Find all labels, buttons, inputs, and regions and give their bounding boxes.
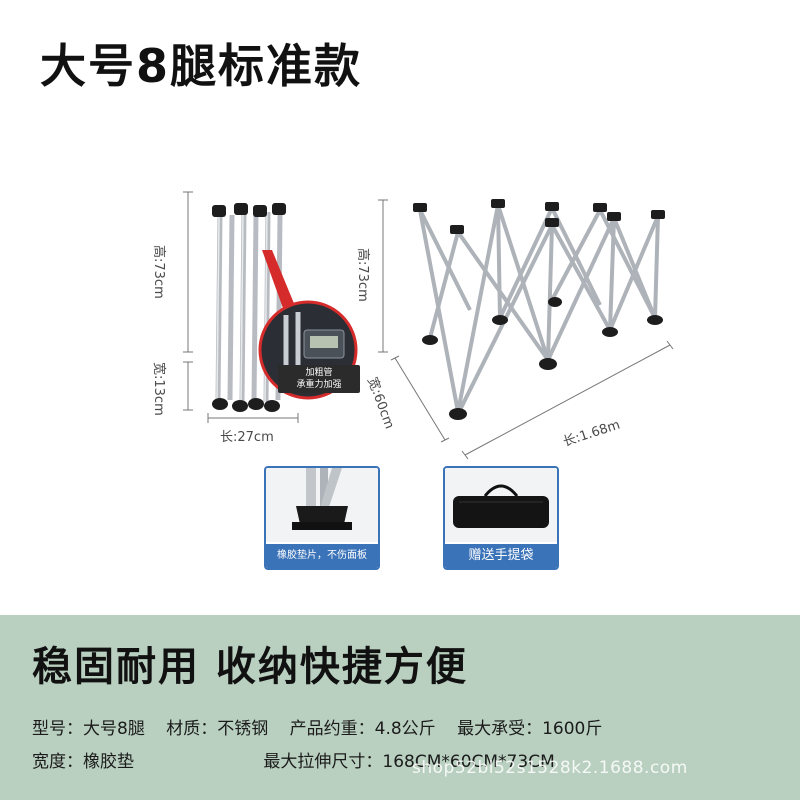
slogan: 稳固耐用 收纳快捷方便	[32, 644, 468, 690]
rubber-pad-caption: 橡胶垫片，不伤面板	[266, 544, 378, 568]
width-value: 橡胶垫	[83, 752, 134, 772]
material-label: 材质：	[166, 719, 218, 739]
callout-badge: 加粗管 承重力加强	[278, 365, 360, 393]
folded-stand	[212, 203, 286, 412]
weight-value: 4.8公斤	[374, 719, 436, 739]
rubber-pad-photo	[266, 468, 378, 542]
opened-stand	[413, 199, 665, 420]
stretch-label: 最大拉伸尺寸：	[263, 752, 383, 772]
spec-line-1: 型号：大号8腿 材质：不锈钢 产品约重：4.8公斤 最大承受：1600斤	[32, 714, 602, 739]
model-label: 型号：	[32, 719, 83, 739]
stretch-value: 168CM*60CM*73CM	[382, 752, 555, 772]
shop-watermark: shop52bl52s1528k2.1688.com	[412, 758, 688, 778]
spec-line-2: 宽度：橡胶垫 最大拉伸尺寸：168CM*60CM*73CM	[32, 747, 555, 772]
callout-line2: 承重力加强	[296, 380, 342, 390]
carry-bag-caption: 赠送手提袋	[445, 544, 557, 568]
info-band	[0, 615, 800, 800]
rubber-pad-card: 橡胶垫片，不伤面板	[264, 466, 380, 570]
folded-width-label: 宽:13cm	[151, 362, 166, 416]
callout-line1: 加粗管	[305, 368, 333, 378]
load-label: 最大承受：	[457, 719, 543, 739]
width-label: 宽度：	[32, 752, 83, 772]
product-title: 大号8腿标准款	[40, 39, 363, 93]
model-value: 大号8腿	[83, 719, 145, 739]
material-value: 不锈钢	[217, 719, 269, 739]
product-illustration	[183, 191, 674, 460]
load-value: 1600斤	[542, 719, 603, 739]
open-height-label: 高:73cm	[355, 248, 370, 302]
folded-length-label: 长:27cm	[220, 430, 274, 445]
carry-bag-card: 赠送手提袋	[443, 466, 559, 570]
folded-height-label: 高:73cm	[151, 245, 166, 299]
weight-label: 产品约重：	[289, 719, 375, 739]
carry-bag-photo	[445, 468, 557, 542]
